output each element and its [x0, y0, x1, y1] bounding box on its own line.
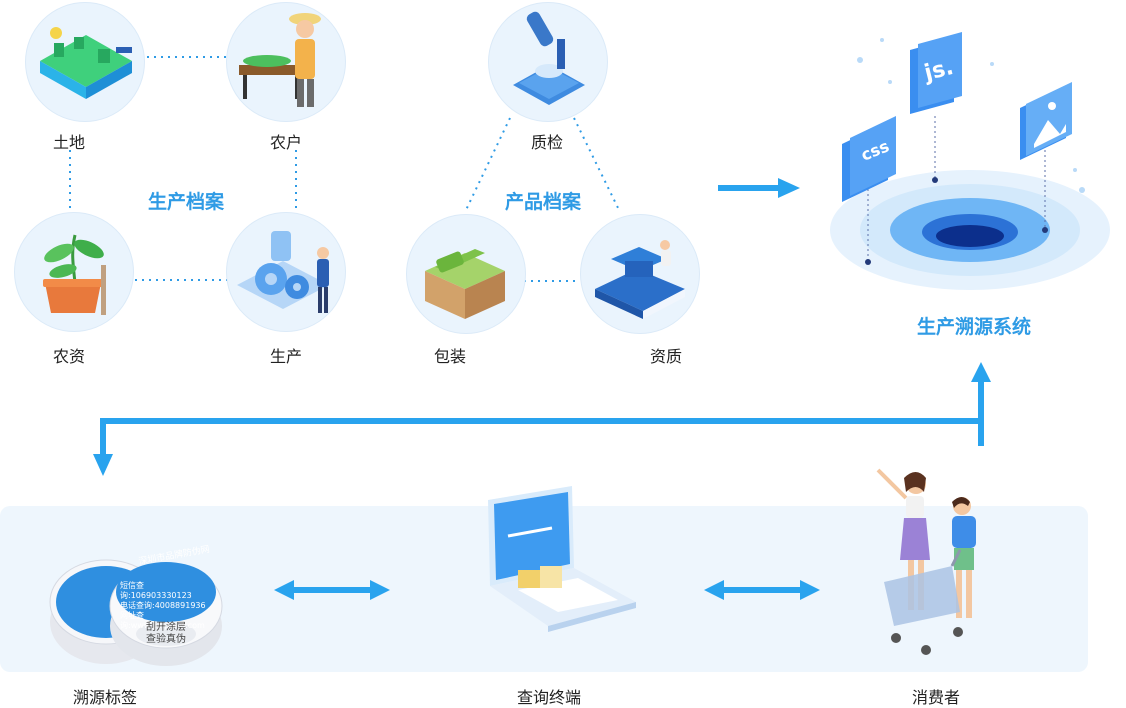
packaging-circle: [406, 214, 526, 334]
land-circle: [25, 2, 145, 122]
laptop-icon: [488, 486, 636, 632]
sprout-pot-icon: [43, 234, 106, 315]
traceability-system-label: 生产溯源系统: [916, 316, 1031, 338]
graduation-book-icon: [595, 240, 685, 319]
double-arrow-right: [704, 580, 820, 600]
product-archive-connectors: [465, 117, 621, 282]
packaging-label: 包装: [433, 347, 466, 366]
farmer-circle: [226, 2, 346, 122]
sticker-scratch-line: 查验真伪: [146, 634, 186, 645]
box-icon: [425, 249, 505, 319]
land-label: 土地: [52, 133, 85, 152]
microscope-icon: [513, 11, 585, 105]
consumer-illustration: [876, 468, 976, 655]
sticker-info: 短信查询:106903330123 电话查询:4008891936 网址查询:w…: [120, 581, 212, 631]
product-archive-title: 产品档案: [504, 191, 581, 213]
sticker-scratch-text: 刮开涂层 查验真伪: [136, 622, 196, 646]
consumer-label: 消费者: [911, 688, 960, 707]
qualification-label: 资质: [649, 347, 682, 366]
sticker-info-line: 网址查询:www.pinpaifw.com: [120, 611, 205, 630]
trace-label-label: 溯源标签: [72, 688, 137, 707]
materials-label: 农资: [52, 347, 85, 366]
materials-circle: [14, 212, 134, 332]
gear-icon: [237, 231, 329, 313]
sticker-stack-icon: [49, 559, 223, 666]
query-terminal-label: 查询终端: [516, 688, 581, 707]
sticker-info-line: 短信查询:106903330123: [120, 581, 192, 600]
inspection-circle: [488, 2, 608, 122]
land-icon: [40, 27, 132, 99]
production-archive-title: 生产档案: [147, 191, 224, 213]
production-circle: [226, 212, 346, 332]
system-illustration: [830, 32, 1110, 290]
loop-connector: [93, 362, 991, 476]
production-label: 生产: [269, 347, 302, 366]
production-archive-connectors: [69, 56, 297, 281]
arrow-to-system: [718, 178, 800, 198]
sticker-scratch-line: 刮开涂层: [146, 622, 186, 633]
farmer-label: 农户: [269, 133, 302, 152]
sticker-info-line: 电话查询:4008891936: [120, 601, 206, 610]
double-arrow-left: [274, 580, 390, 600]
farmer-icon: [239, 13, 321, 107]
qualification-circle: [580, 214, 700, 334]
inspection-label: 质检: [530, 133, 563, 152]
